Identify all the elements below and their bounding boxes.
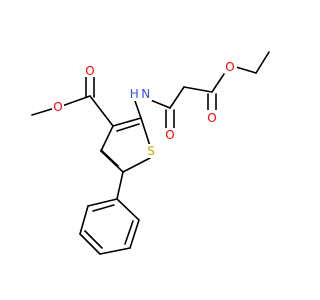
atom-labels-layer: O O H N O O O S <box>52 59 237 158</box>
structure-diagram: O O H N O O O S <box>31 51 270 255</box>
bond-c2-c3-double <box>116 123 140 132</box>
atom-o-ethoxy: O <box>225 60 234 74</box>
bond-ph-2 <box>129 219 140 249</box>
atom-o-carbonyl-2: O <box>207 111 216 125</box>
bond-s-c5 <box>122 157 151 173</box>
bond-methyl-o <box>31 107 56 116</box>
bond-ph-4d <box>84 230 103 249</box>
molecule-canvas: O O H N O O O S <box>31 51 270 255</box>
bond-ethyl-ch3 <box>255 51 270 74</box>
bond-c5-phenyl <box>116 171 124 200</box>
bond-c5-c4-double <box>100 149 119 167</box>
atom-n-amide: H N <box>130 87 150 101</box>
atom-s-thiophene: S <box>147 144 155 158</box>
bond-ch2-esterc <box>183 86 213 93</box>
bond-carbonyl-c3 <box>89 95 114 127</box>
bond-c4-c3 <box>100 125 114 152</box>
bonds-layer <box>31 51 270 255</box>
bond-ph-6d <box>92 204 115 212</box>
bond-ph-6 <box>87 198 118 207</box>
bond-c2-s <box>140 117 151 147</box>
bond-ph-5 <box>79 205 89 235</box>
bond-amidec-ch2 <box>169 86 185 109</box>
bond-c2-n <box>134 100 142 119</box>
bond-ph-4 <box>79 233 101 255</box>
bond-c3-c2 <box>112 117 142 127</box>
atom-o-methoxy: O <box>53 100 62 114</box>
bond-ph-1 <box>116 198 140 221</box>
bond-esterc-o <box>211 73 225 93</box>
atom-o-amide: O <box>165 128 174 142</box>
bond-o-carbonyl <box>61 95 91 107</box>
atom-o-carbonyl-1: O <box>85 64 94 78</box>
bond-o-ethyl <box>235 66 257 74</box>
bond-ph-3 <box>99 247 131 255</box>
bond-ph-2d <box>124 220 134 245</box>
